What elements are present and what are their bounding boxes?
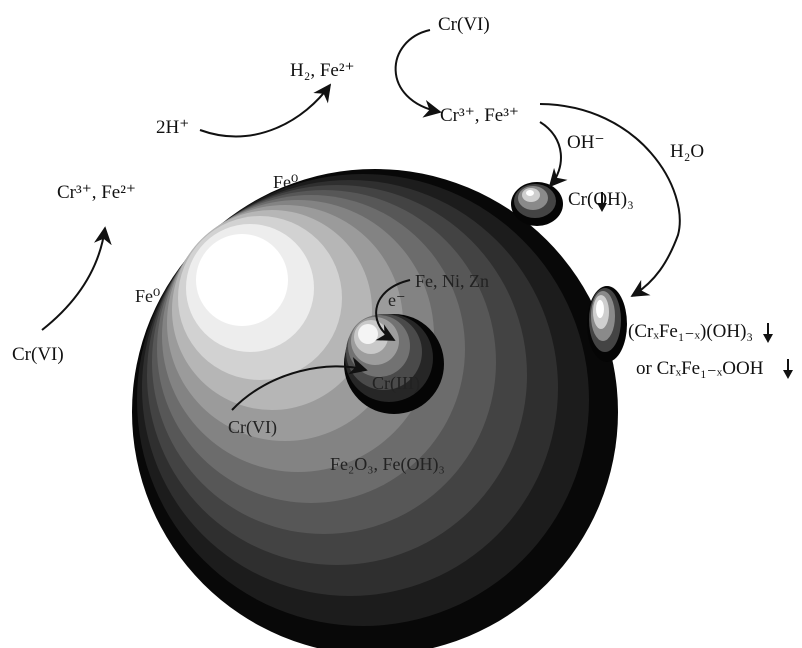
label-h2o: H₂O [670, 141, 704, 162]
label-cr6-top: Cr(VI) [438, 14, 490, 35]
label-fe-ni-zn: Fe, Ni, Zn [415, 271, 489, 291]
label-cr3-fe2: Cr³⁺, Fe²⁺ [57, 182, 136, 203]
arrow-h2o-to-precipitate [539, 103, 681, 297]
arrow-cr6-to-cr3fe2 [41, 226, 112, 331]
label-h2-fe2: H₂, Fe²⁺ [290, 60, 355, 81]
label-fe0-left: Fe⁰ [135, 286, 160, 306]
reaction-arrows [41, 29, 681, 411]
arrow-electron-to-inner [375, 279, 411, 341]
label-croh3: Cr(OH)₃ [568, 189, 634, 210]
label-cr6-inner: Cr(VI) [228, 417, 277, 438]
precipitation-markers [597, 192, 793, 379]
label-cr6-left: Cr(VI) [12, 344, 64, 365]
arrow-cr6-to-cr3-inner [231, 357, 368, 411]
arrow-cr6-to-cr3 [394, 29, 442, 118]
label-2h: 2H⁺ [156, 117, 189, 138]
inner-sphere [344, 314, 444, 414]
crfe-precipitate [587, 286, 627, 362]
label-electron: e⁻ [388, 290, 406, 310]
arrow-oh-to-precipitate [539, 121, 568, 188]
label-cr3-fe3: Cr³⁺, Fe³⁺ [440, 105, 519, 126]
label-fe-oxides: Fe₂O₃, Fe(OH)₃ [330, 454, 445, 475]
label-fe0-top: Fe⁰ [273, 172, 298, 192]
label-oh-minus: OH⁻ [567, 132, 604, 153]
iron-particle [132, 169, 618, 648]
arrow-2h-to-h2 [199, 83, 332, 138]
croh3-precipitate [511, 182, 563, 226]
label-crfe-ooh: or CrₓFe₁₋ₓOOH [636, 358, 764, 379]
label-crfe-oh3: (CrₓFe₁₋ₓ)(OH)₃ [628, 321, 753, 342]
label-cr3-inner: Cr(III) [372, 373, 420, 394]
